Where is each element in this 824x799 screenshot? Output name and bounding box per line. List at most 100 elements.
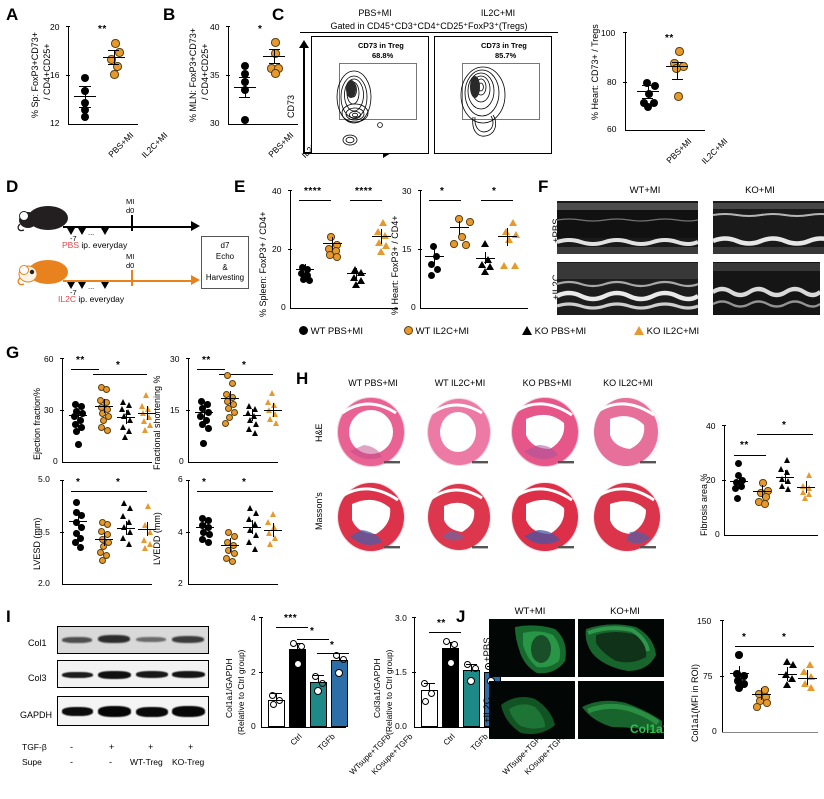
dose-marker bbox=[78, 282, 86, 289]
panelG-chart3-ytick-2: 6 bbox=[178, 474, 183, 484]
panelC-chart-xaxis bbox=[625, 130, 705, 132]
panelC-chart-tickmark bbox=[623, 82, 627, 84]
panelE-left-sig2: **** bbox=[355, 186, 373, 197]
stain-label: Col1a1 bbox=[630, 722, 664, 736]
panelJ-chart-sig1: * bbox=[742, 632, 747, 643]
data-point bbox=[357, 269, 365, 276]
tickmark bbox=[60, 480, 64, 482]
panelE-right-ytick-1: 15 bbox=[402, 244, 412, 254]
panelH-chart-ytick-2: 40 bbox=[706, 421, 716, 431]
error-cap bbox=[445, 642, 456, 644]
panelI-chart1-ytick-1: 2 bbox=[251, 667, 256, 677]
panelG-chart2-xaxis bbox=[62, 584, 152, 586]
error-bar bbox=[229, 391, 231, 405]
data-point bbox=[247, 417, 253, 423]
panelI-cond-0-val-3: + bbox=[188, 742, 194, 752]
data-point bbox=[79, 410, 86, 417]
data-point bbox=[99, 557, 106, 564]
data-point bbox=[352, 281, 360, 288]
panelI-chart1-sig-0: *** bbox=[284, 613, 298, 624]
panelI-chart2-sig-0: ** bbox=[437, 618, 446, 629]
panel-label-E: E bbox=[234, 177, 246, 196]
sig-bar bbox=[197, 369, 225, 371]
data-point bbox=[203, 417, 210, 424]
panelH-col-title-2: KO PBS+MI bbox=[522, 378, 572, 388]
data-point bbox=[146, 414, 152, 420]
panelJ-chart-ytick-1: 75 bbox=[703, 671, 713, 681]
data-point bbox=[100, 417, 107, 424]
data-point bbox=[103, 386, 110, 393]
panelB-ytick-2: 40 bbox=[210, 22, 220, 32]
panelG-chart0-sig1: ** bbox=[76, 355, 85, 366]
data-point bbox=[78, 424, 85, 431]
sig-bar bbox=[735, 646, 765, 648]
echo-image-wt-pbs bbox=[557, 201, 698, 254]
panelD-bot-treatment: IL2C bbox=[58, 294, 76, 304]
panelB-xtick-0: PBS+MI bbox=[266, 130, 296, 160]
error-cap bbox=[292, 643, 303, 645]
panelC-chart-tickmark bbox=[623, 32, 627, 34]
panelE-right-ytick-2: 30 bbox=[402, 186, 412, 196]
data-point bbox=[241, 62, 249, 70]
data-point bbox=[763, 699, 771, 707]
tickmark bbox=[259, 672, 263, 674]
panelI-chart2-ylabel2: (Relative to Ctrl group) bbox=[384, 649, 394, 735]
panelG-chart2-sig2: * bbox=[116, 477, 121, 488]
data-point bbox=[381, 232, 389, 239]
mouse-icon-orange bbox=[17, 260, 68, 286]
data-point bbox=[81, 74, 89, 82]
panelB-tickmark bbox=[226, 26, 230, 28]
error-bar bbox=[204, 521, 206, 533]
endpoint-line-1: Echo bbox=[215, 251, 235, 261]
tickmark bbox=[418, 249, 422, 251]
error-bar bbox=[381, 229, 383, 244]
data-point bbox=[270, 701, 277, 708]
data-point bbox=[103, 552, 110, 559]
panelG-chart1-sig2: * bbox=[242, 360, 247, 371]
data-point bbox=[294, 660, 302, 668]
data-point bbox=[350, 274, 358, 281]
data-point bbox=[759, 479, 767, 487]
data-point bbox=[672, 64, 681, 73]
sig-bar bbox=[299, 200, 331, 202]
sig-bar bbox=[197, 491, 225, 493]
data-point bbox=[443, 638, 450, 645]
data-point bbox=[81, 106, 89, 114]
data-point bbox=[269, 390, 275, 396]
panelG-chart2-ytick-2: 5.0 bbox=[38, 474, 50, 484]
data-point bbox=[267, 416, 273, 422]
panelG-chart3-sig1: * bbox=[202, 477, 207, 488]
panelI-cond-1-val-0: - bbox=[70, 757, 73, 767]
data-point bbox=[733, 479, 740, 486]
panelG-chart1-sig1: ** bbox=[202, 355, 211, 366]
data-point bbox=[785, 478, 791, 484]
panelA-significance: ** bbox=[98, 24, 107, 35]
panelH-col-title-1: WT IL2C+MI bbox=[434, 378, 486, 388]
data-point bbox=[121, 524, 127, 530]
data-point bbox=[801, 680, 809, 687]
data-point bbox=[199, 522, 206, 529]
sig-bar bbox=[734, 455, 766, 457]
flow-plot-left: CD73 in Treg 68.8% bbox=[311, 36, 429, 154]
data-point bbox=[738, 483, 745, 490]
sig-bar bbox=[93, 374, 147, 376]
sig-bar bbox=[350, 200, 382, 202]
data-point bbox=[319, 680, 326, 687]
error-bar bbox=[677, 62, 679, 79]
data-point bbox=[141, 537, 147, 543]
panelE-right-sig1: * bbox=[440, 186, 445, 197]
panelG-chart0-xaxis bbox=[62, 462, 152, 464]
panelJ-col-title-0: WT+MI bbox=[514, 606, 546, 617]
panelH-chart-ytick-1: 20 bbox=[706, 475, 716, 485]
panelD-bot-mi-label2: d0 bbox=[126, 261, 135, 270]
panelE-left-ytick-2: 40 bbox=[272, 186, 282, 196]
data-point bbox=[105, 413, 112, 420]
legend-marker-triangle-orange bbox=[634, 326, 644, 335]
data-point bbox=[640, 99, 648, 107]
panelD-bot-day: -7 bbox=[70, 288, 77, 297]
data-point bbox=[778, 466, 784, 472]
error-cap bbox=[239, 77, 250, 79]
timeline-bottom bbox=[63, 280, 193, 282]
histology-masson-ko-il2c bbox=[593, 482, 661, 552]
data-point bbox=[206, 531, 213, 538]
